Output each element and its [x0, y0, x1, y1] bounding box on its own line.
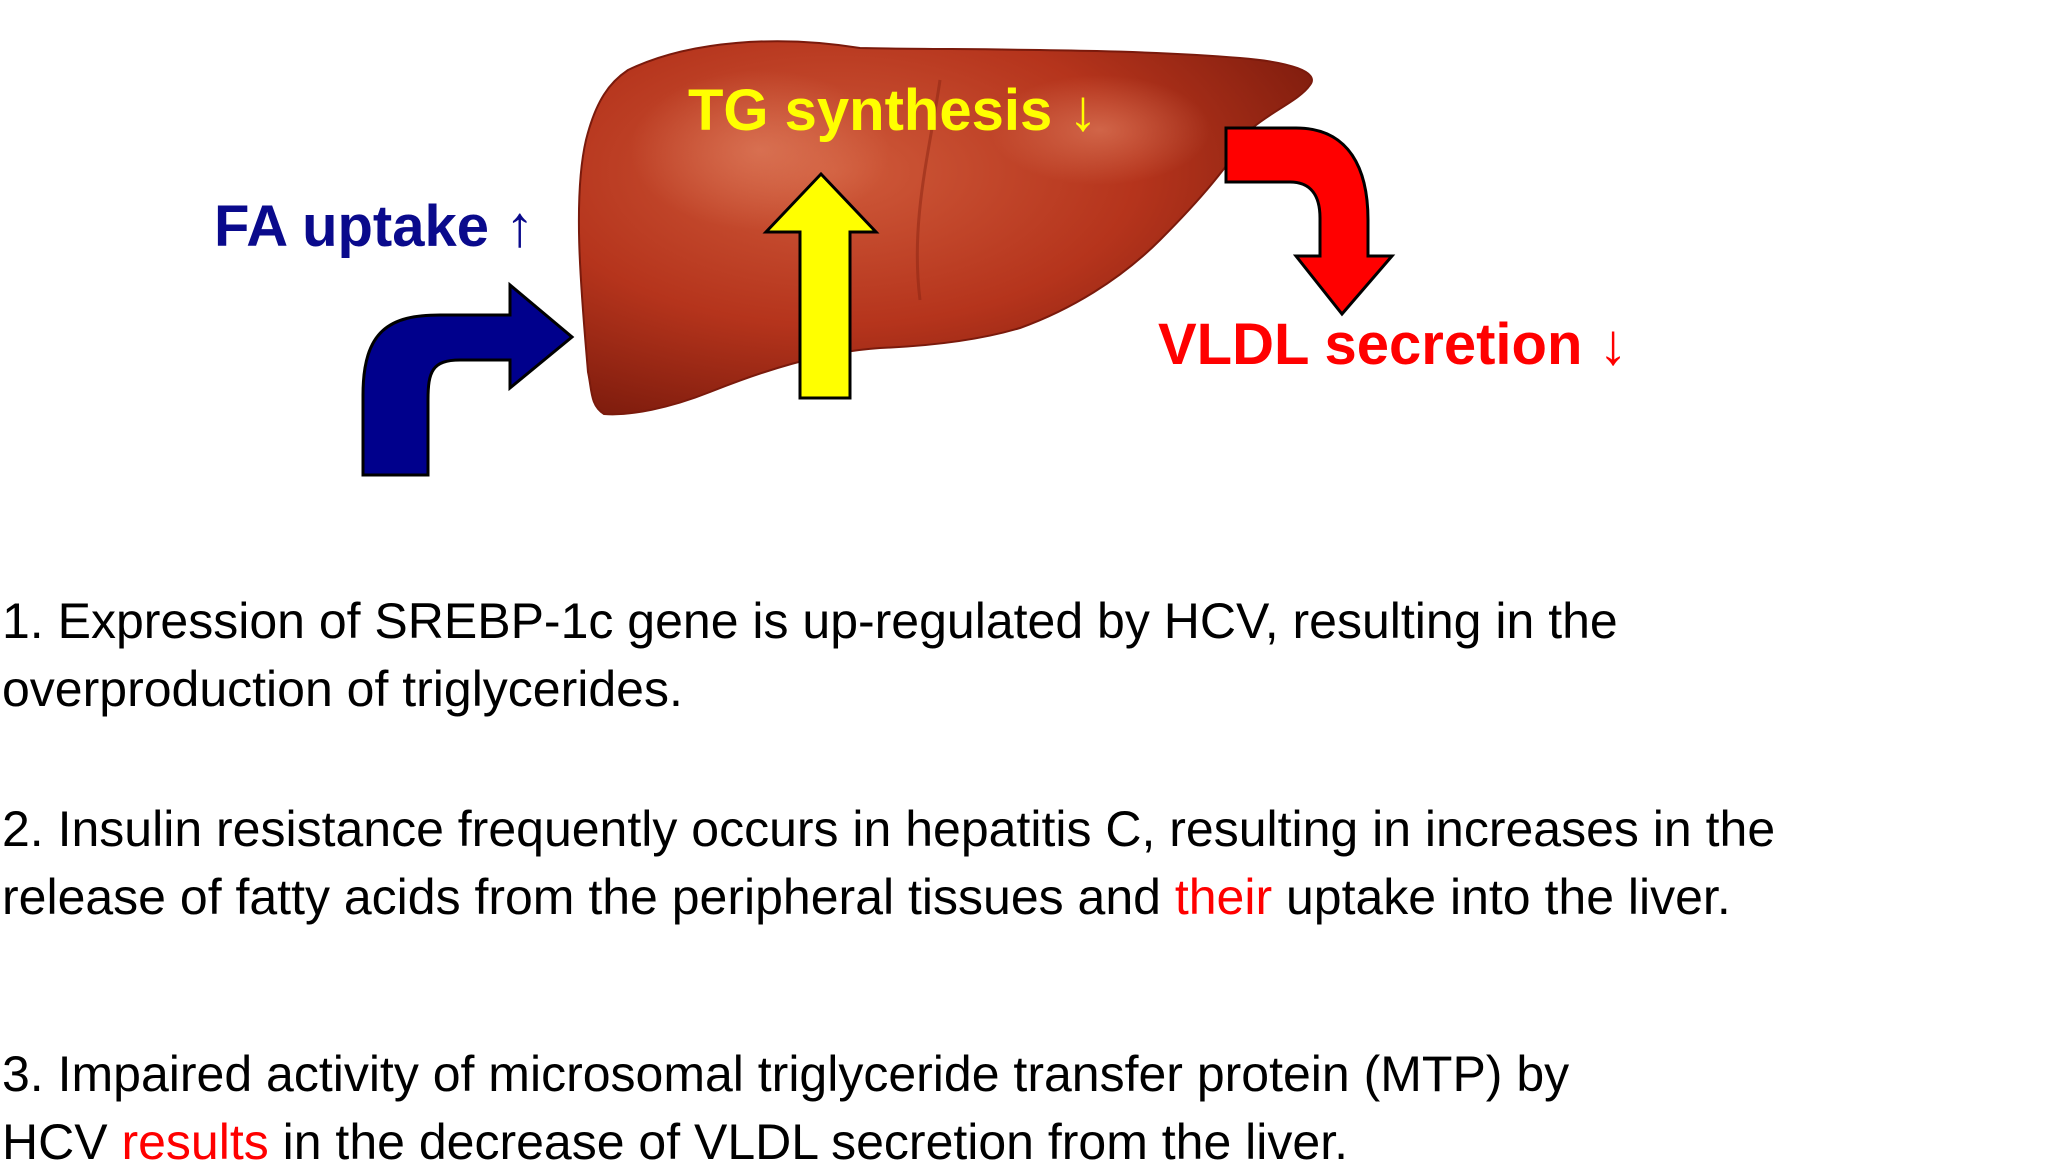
point-2-line-2: release of fatty acids from the peripher…	[2, 863, 1775, 931]
point-2-text-after: uptake into the liver.	[1272, 869, 1731, 925]
point-3-text-before: HCV	[2, 1114, 122, 1170]
point-2-highlight: their	[1174, 869, 1273, 925]
fa-uptake-label: FA uptake ↑	[214, 194, 535, 259]
point-2: 2. Insulin resistance frequently occurs …	[2, 795, 1775, 931]
point-1-line-2: overproduction of triglycerides.	[2, 661, 683, 717]
point-1-line-1: 1. Expression of SREBP-1c gene is up-reg…	[2, 593, 1618, 649]
point-1: 1. Expression of SREBP-1c gene is up-reg…	[2, 587, 1618, 723]
vldl-secretion-label: VLDL secretion ↓	[1158, 312, 1628, 377]
tg-synthesis-arrow	[762, 171, 880, 400]
point-3-text-after: in the decrease of VLDL secretion from t…	[268, 1114, 1348, 1170]
tg-synthesis-label: TG synthesis ↓	[688, 78, 1098, 143]
point-3-highlight: results	[121, 1114, 269, 1170]
point-3: 3. Impaired activity of microsomal trigl…	[2, 1040, 1569, 1176]
point-3-line-2: HCV results in the decrease of VLDL secr…	[2, 1108, 1569, 1176]
point-2-line-1: 2. Insulin resistance frequently occurs …	[2, 801, 1776, 857]
vldl-secretion-arrow	[1224, 126, 1396, 317]
liver-highlight-right	[990, 75, 1210, 185]
point-2-text-before: release of fatty acids from the peripher…	[2, 869, 1175, 925]
fa-uptake-arrow	[361, 281, 575, 477]
liver-lobe-crease	[915, 79, 942, 301]
point-3-line-1: 3. Impaired activity of microsomal trigl…	[2, 1046, 1570, 1102]
